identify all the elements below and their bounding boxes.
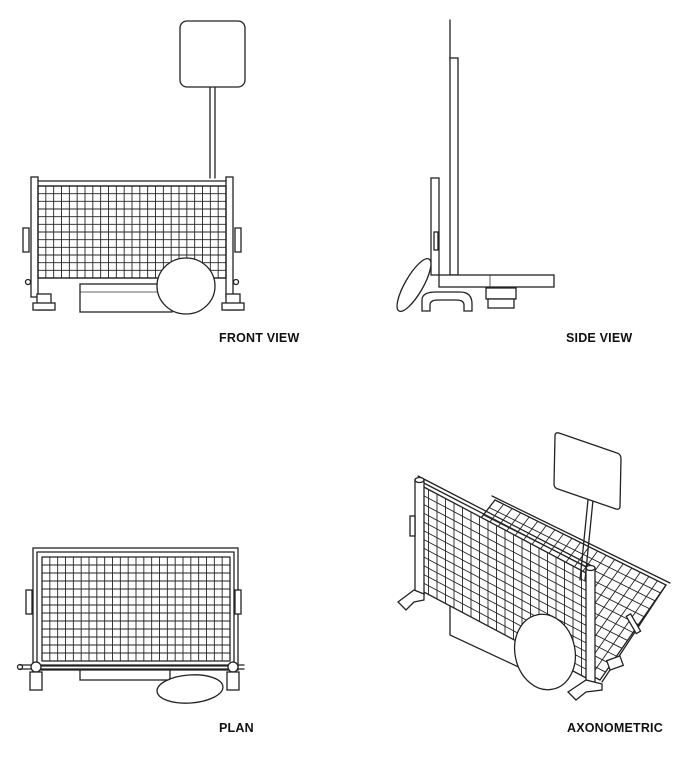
axo-disc [513,613,577,691]
side-view-drawing [340,0,680,340]
side-disc [396,257,432,313]
plan-label: PLAN [219,721,254,735]
front-mesh-grid [38,186,226,278]
axonometric-label: AXONOMETRIC [567,721,663,735]
plan-drawing [0,380,340,720]
plan-mesh-grid [42,557,230,661]
front-sign-board [179,20,246,88]
front-disc [156,257,216,315]
front-view-drawing [0,0,340,340]
front-view-label: FRONT VIEW [219,331,300,345]
axonometric-drawing [340,380,680,720]
plan-disc [156,674,224,704]
axo-sign-board [553,432,622,510]
side-view-label: SIDE VIEW [566,331,633,345]
